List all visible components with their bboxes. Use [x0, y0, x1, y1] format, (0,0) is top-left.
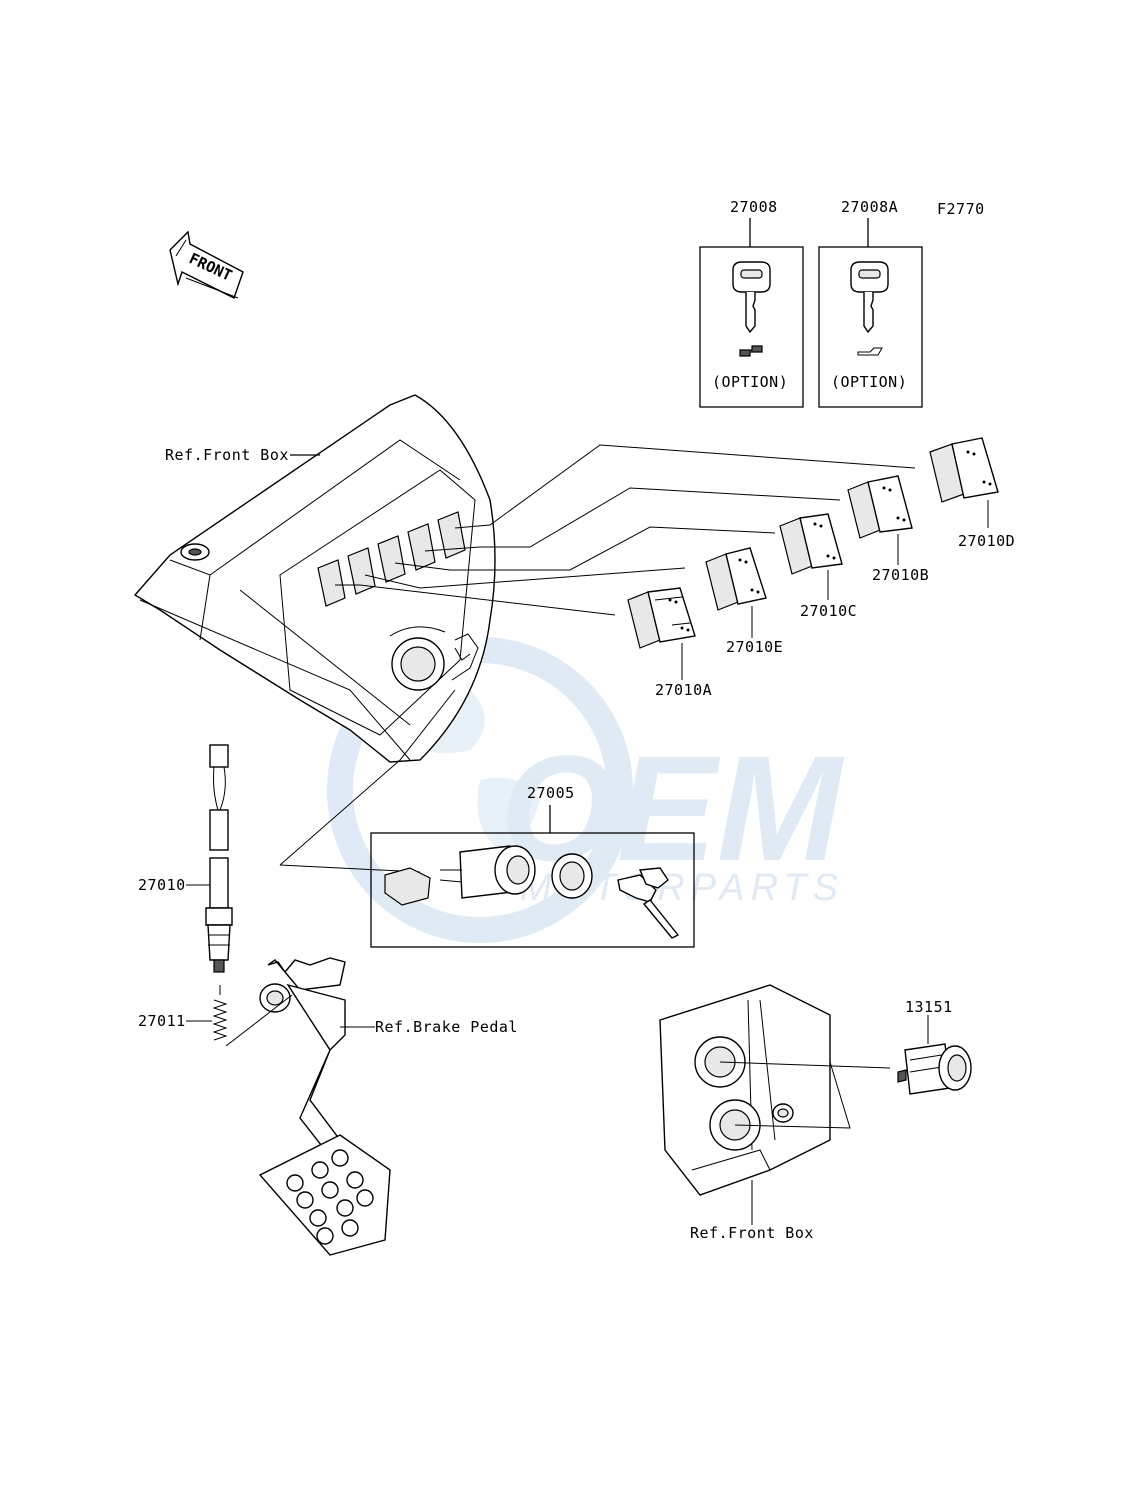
part-number-27011: 27011 — [138, 1012, 186, 1030]
part-number-27010E: 27010E — [726, 638, 783, 656]
ref-front-box-top: Ref.Front Box — [165, 446, 289, 464]
key-icon — [850, 261, 889, 334]
option-note-27008: (OPTION) — [712, 373, 788, 391]
option-note-27008A: (OPTION) — [831, 373, 907, 391]
front-box-dashboard — [133, 394, 496, 763]
ref-front-box-bottom: Ref.Front Box — [690, 1224, 814, 1242]
switch-slots — [317, 511, 466, 607]
part-number-27008A: 27008A — [841, 198, 898, 216]
ignition-recess — [389, 626, 479, 691]
part-number-27010C: 27010C — [800, 602, 857, 620]
part-number-27008: 27008 — [730, 198, 778, 216]
ref-brake-pedal: Ref.Brake Pedal — [375, 1018, 518, 1036]
key-icon — [732, 261, 771, 334]
part-27010E[interactable]: 27010E — [705, 547, 783, 656]
pedal-grip-holes — [286, 1149, 374, 1245]
front-arrow-icon: FRONT — [169, 230, 244, 299]
part-number-27010: 27010 — [138, 876, 186, 894]
part-27010[interactable]: 27010 — [138, 744, 233, 973]
part-27010B[interactable]: 27010B — [847, 475, 929, 584]
part-27005[interactable]: 27005 — [279, 689, 695, 948]
figure-code: F2770 — [937, 200, 985, 218]
part-27010D[interactable]: 27010D — [929, 437, 1015, 550]
lock-nut-icon — [551, 853, 593, 899]
ignition-switch-icon — [384, 845, 536, 906]
part-27008A[interactable]: 27008A (OPTION) — [818, 198, 923, 408]
part-number-27010D: 27010D — [958, 532, 1015, 550]
switch-leader-lines — [335, 444, 916, 616]
ignition-key-icon — [617, 867, 680, 939]
part-number-27010A: 27010A — [655, 681, 712, 699]
part-27010C[interactable]: 27010C — [779, 513, 857, 620]
part-number-27005: 27005 — [527, 784, 575, 802]
part-number-13151: 13151 — [905, 998, 953, 1016]
part-27008[interactable]: 27008 (OPTION) — [699, 198, 804, 408]
part-number-27010B: 27010B — [872, 566, 929, 584]
front-box-lower: Ref.Front Box — [659, 984, 891, 1242]
brake-pedal: Ref.Brake Pedal — [225, 957, 518, 1256]
part-27011[interactable]: 27011 — [138, 985, 228, 1041]
part-27010A[interactable]: 27010A — [627, 587, 712, 699]
part-13151[interactable]: 13151 — [897, 998, 972, 1095]
